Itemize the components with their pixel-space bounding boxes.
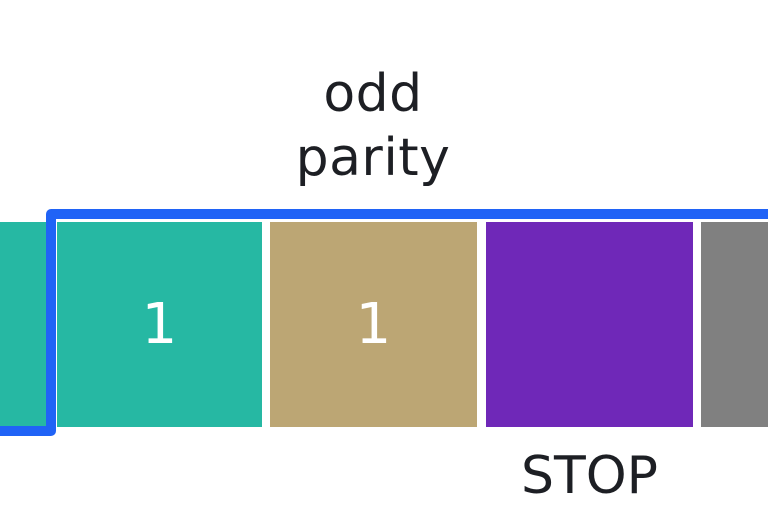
stop-label: STOP	[520, 446, 659, 506]
block-label: 1	[355, 292, 392, 357]
block-label	[0, 222, 48, 427]
parity-bit-block: 1	[57, 222, 262, 427]
idle-block	[701, 222, 768, 427]
stop-block	[486, 222, 693, 427]
parity-title-line2: parity	[295, 128, 451, 188]
parity-title-line1: odd	[323, 64, 423, 124]
data-bit-block-partial	[0, 222, 48, 427]
block-label: 1	[141, 292, 178, 357]
parity-title: odd parity	[250, 62, 496, 190]
block-label	[486, 222, 693, 427]
stop-bit-block: 1	[270, 222, 477, 427]
block-label	[701, 222, 768, 427]
